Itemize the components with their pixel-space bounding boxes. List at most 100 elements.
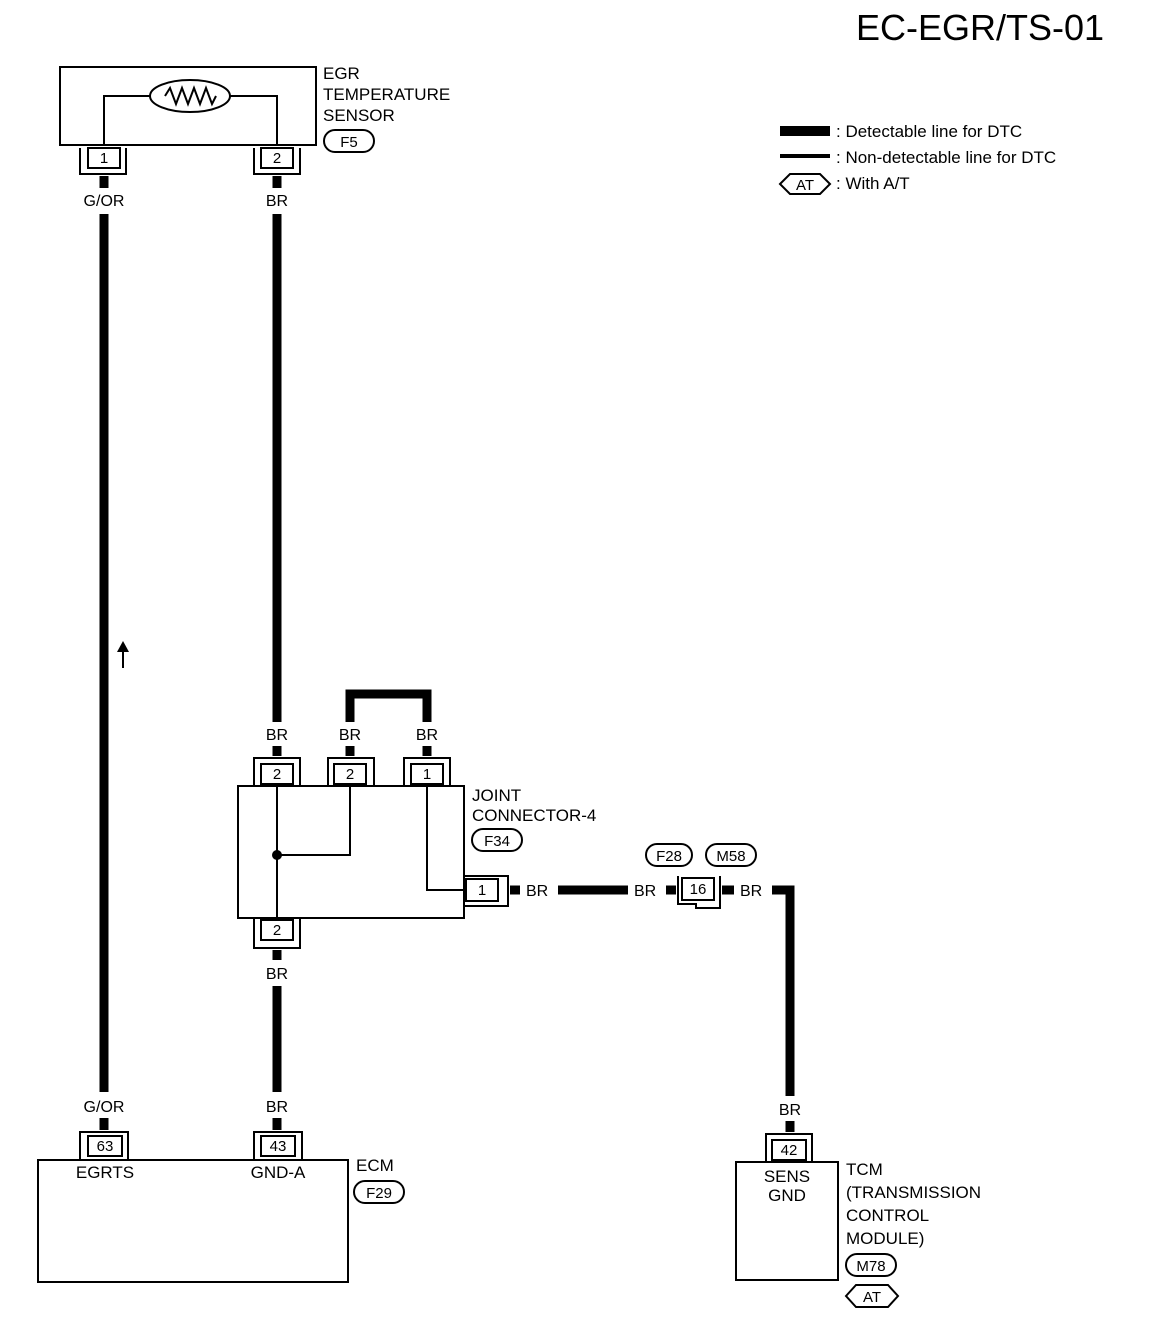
legend-thin-line-sample	[780, 154, 830, 158]
intermediate-connector-pin-box	[681, 877, 715, 901]
joint-internal-right-link	[426, 786, 464, 891]
joint-pin-side-box	[465, 878, 499, 902]
joint-top-left-wire-label: BR	[266, 727, 288, 744]
egr-sensor-internal-wiring	[103, 95, 150, 145]
egr-sensor-connector-id: F5	[340, 134, 358, 151]
joint-pin-top-mid-box	[333, 763, 367, 785]
legend-detectable-text: : Detectable line for DTC	[836, 122, 1022, 141]
ecm-pin63-box	[87, 1135, 123, 1157]
legend-at-symbol-icon	[778, 173, 832, 195]
legend-thick-line-sample	[780, 126, 830, 136]
joint-pin-top-right-bracket	[403, 757, 451, 786]
tcm: 42 SENS GND TCM (TRANSMISSION CONTROL MO…	[735, 1133, 981, 1308]
legend-at-symbol-text: AT	[796, 177, 814, 194]
egr-sensor-internal-wiring-right	[230, 95, 278, 145]
joint-pin-bottom-number: 2	[273, 922, 281, 939]
tcm-name-line4: MODULE)	[846, 1229, 924, 1248]
egr-pin2-bracket	[253, 148, 301, 175]
egr-pin1-number: 1	[100, 150, 108, 167]
ecm-pin63-number: 63	[97, 1138, 114, 1155]
egr-sensor-connector-tag	[323, 129, 375, 153]
ecm-name: ECM	[356, 1156, 394, 1175]
intermediate-connector-id-a: F28	[656, 848, 682, 865]
resistor-zigzag-icon	[164, 85, 217, 107]
ecm: 63 EGRTS 43 GND-A ECM F29	[37, 1131, 405, 1283]
egr-pin2-box	[260, 147, 294, 169]
legend-with-at-text: : With A/T	[836, 174, 910, 193]
f28-wire-label: BR	[634, 883, 656, 900]
ecm-pin63-label: EGRTS	[76, 1163, 134, 1182]
intermediate-connector-bracket	[677, 876, 721, 909]
intermediate-connector-tag-b	[705, 843, 757, 867]
legend: : Detectable line for DTC : Non-detectab…	[778, 122, 1056, 195]
tcm-pin42-bracket	[765, 1133, 813, 1162]
joint-side-wire-label: BR	[526, 883, 548, 900]
joint-pin-top-right-number: 1	[423, 766, 431, 783]
joint-connector-id: F34	[484, 833, 510, 850]
tcm-name-line1: TCM	[846, 1160, 883, 1179]
joint-bottom-wire-label: BR	[266, 966, 288, 983]
joint-pin-bottom-bracket	[253, 918, 301, 949]
tcm-pin42-label-line2: GND	[768, 1186, 806, 1205]
joint-top-right-wire-label: BR	[416, 727, 438, 744]
tcm-connector-tag	[845, 1253, 897, 1277]
egr-pin1-box	[87, 147, 121, 169]
tcm-at-symbol-text: AT	[863, 1289, 881, 1306]
egr-pin1-bracket	[79, 148, 127, 175]
m58-wire-label: BR	[740, 883, 762, 900]
legend-non-detectable-text: : Non-detectable line for DTC	[836, 148, 1056, 167]
joint-connector-name-line1: JOINT	[472, 786, 521, 805]
joint-top-mid-wire-label: BR	[339, 727, 361, 744]
joint-internal-mid-link	[277, 786, 351, 856]
ecm-gnd-wire-label: BR	[266, 1099, 288, 1116]
ecm-connector-tag	[353, 1180, 405, 1204]
joint-pin-bottom-box	[260, 919, 294, 941]
tcm-pin42-number: 42	[781, 1142, 798, 1159]
ecm-pin43-number: 43	[270, 1138, 287, 1155]
ecm-pin43-box	[260, 1135, 296, 1157]
joint-pin-top-left-number: 2	[273, 766, 281, 783]
ecm-pin63-bracket	[79, 1131, 129, 1160]
egr-temperature-sensor: EGR TEMPERATURE SENSOR F5 1 2	[59, 64, 450, 175]
ecm-connector-id: F29	[366, 1185, 392, 1202]
joint-pin-top-right-box	[410, 763, 444, 785]
joint-pin-top-mid-bracket	[327, 757, 375, 786]
joint-pin-side-bracket	[464, 875, 509, 907]
intermediate-connector-pin-number: 16	[690, 881, 707, 898]
wire-g-or-label-bottom: G/OR	[84, 1099, 125, 1116]
wire-br-label-top: BR	[266, 193, 288, 210]
joint-pin-top-left-box	[260, 763, 294, 785]
joint-connector-tag	[471, 828, 523, 852]
wire-br-jumper	[345, 689, 432, 722]
tcm-connector-id: M78	[856, 1258, 885, 1275]
egr-sensor-name-line3: SENSOR	[323, 106, 395, 125]
joint-pin-side-number: 1	[478, 882, 486, 899]
tcm-name-line2: (TRANSMISSION	[846, 1183, 981, 1202]
ecm-pin43-bracket	[253, 1131, 303, 1160]
page-code: EC-EGR/TS-01	[856, 7, 1104, 48]
intermediate-connector-tag-a	[645, 843, 693, 867]
wire-br-m58-to-tcm	[772, 885, 795, 1096]
tcm-wire-label: BR	[779, 1102, 801, 1119]
joint-connector-4: 2 2 1 2 1 JOINT CONNECTOR-4 F34	[237, 757, 596, 949]
wire-g-or-label-top: G/OR	[84, 193, 125, 210]
tcm-pin42-box	[771, 1139, 807, 1161]
tcm-body	[735, 1161, 839, 1281]
signal-direction-arrow-icon	[117, 641, 129, 668]
joint-connector-name-line2: CONNECTOR-4	[472, 806, 596, 825]
egr-sensor-name-line1: EGR	[323, 64, 360, 83]
egr-pin2-number: 2	[273, 150, 281, 167]
intermediate-connector-id-b: M58	[716, 848, 745, 865]
ecm-pin43-label: GND-A	[251, 1163, 306, 1182]
tcm-name-line3: CONTROL	[846, 1206, 929, 1225]
intermediate-connector: F28 M58 16	[645, 843, 757, 909]
joint-pin-top-mid-number: 2	[346, 766, 354, 783]
joint-pin-top-left-bracket	[253, 757, 301, 786]
ecm-body	[37, 1159, 349, 1283]
tcm-pin42-label-line1: SENS	[764, 1167, 810, 1186]
joint-splice-dot	[272, 850, 282, 860]
thermistor-icon	[149, 79, 231, 113]
egr-sensor-name-line2: TEMPERATURE	[323, 85, 450, 104]
tcm-at-symbol-icon	[844, 1284, 900, 1308]
